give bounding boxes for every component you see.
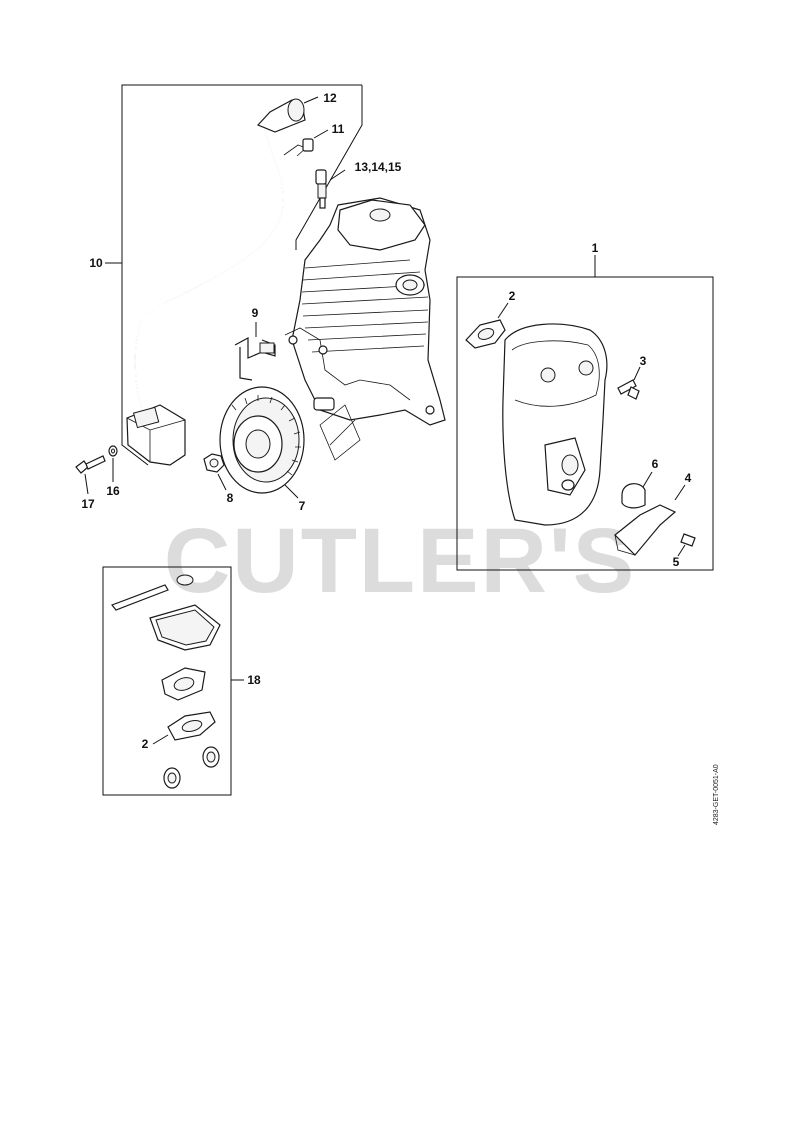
screw-icon	[680, 533, 696, 547]
callout-16: 16	[106, 484, 120, 498]
spark-plug-boot-icon	[256, 98, 306, 133]
callout-2-muffler: 2	[509, 289, 516, 303]
deflector-icon	[614, 504, 677, 556]
gasket-set-box	[102, 566, 232, 796]
bracket-icon	[234, 336, 276, 381]
muffler-group-box	[456, 276, 714, 571]
callout-1: 1	[592, 241, 599, 255]
spring-clip-icon	[283, 138, 314, 157]
callout-12: 12	[323, 91, 337, 105]
callout-4: 4	[685, 471, 692, 485]
callout-8: 8	[227, 491, 234, 505]
callout-18: 18	[247, 673, 261, 687]
callout-5: 5	[673, 555, 680, 569]
callout-10: 10	[89, 256, 103, 270]
screw-icon	[75, 455, 106, 474]
callout-9: 9	[252, 306, 259, 320]
callout-7: 7	[299, 499, 306, 513]
cap-icon	[621, 483, 646, 509]
cylinder-icon	[284, 197, 446, 461]
callout-11: 11	[332, 122, 345, 136]
ignition-group-box	[105, 84, 363, 466]
muffler-icon	[502, 323, 608, 526]
screw-icon	[617, 379, 640, 400]
callout-17: 17	[81, 497, 95, 511]
washer-icon	[108, 445, 118, 457]
nut-icon	[203, 453, 225, 473]
callout-3: 3	[640, 354, 647, 368]
callout-13-14-15: 13,14,15	[355, 160, 402, 174]
drawing-code: 4283-GET-0051-A0	[713, 764, 720, 825]
callout-6: 6	[652, 457, 659, 471]
watermark-text: CUTLER'S	[164, 510, 636, 612]
flywheel-icon	[219, 386, 305, 494]
gasket-icon	[465, 319, 506, 349]
callout-2-gasket-set: 2	[142, 737, 149, 751]
ignition-coil-icon	[126, 129, 284, 466]
gasket-set-icon	[111, 574, 221, 789]
spark-plug-icon	[315, 169, 327, 209]
